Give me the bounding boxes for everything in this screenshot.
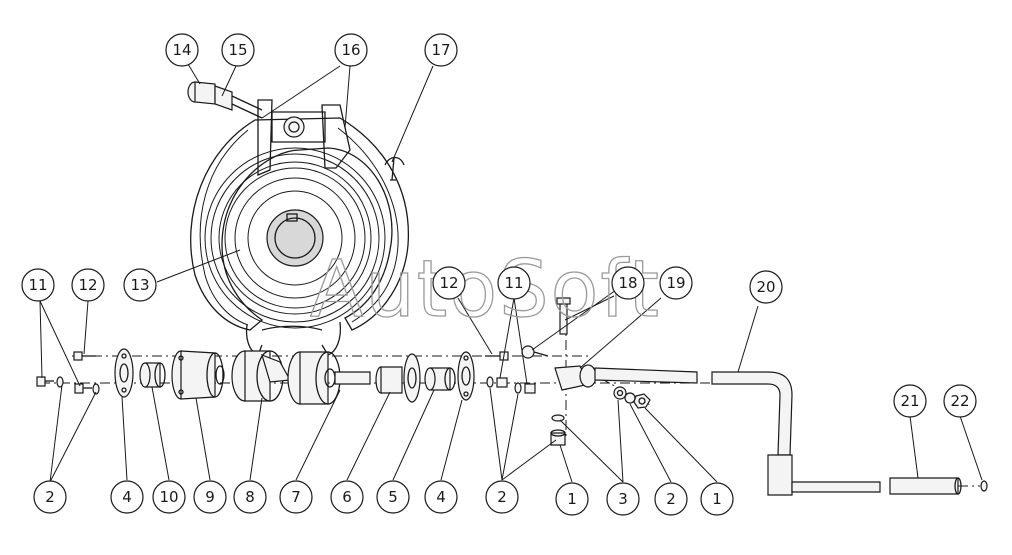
seal-bushing — [424, 367, 456, 391]
callout-11-left: 11 — [21, 268, 55, 302]
callout-4-left: 4 — [110, 480, 144, 514]
bearing-housing — [171, 350, 225, 400]
callout-2-left: 2 — [33, 480, 67, 514]
callout-label: 10 — [159, 488, 178, 506]
callout-12-left: 12 — [71, 268, 105, 302]
callout-label: 6 — [342, 488, 352, 506]
callout-label: 22 — [950, 392, 969, 410]
callout-label: 8 — [245, 488, 255, 506]
flange-left — [114, 348, 134, 398]
callout-15: 15 — [221, 33, 255, 67]
callout-label: 1 — [567, 490, 577, 508]
flange-right — [457, 351, 475, 401]
shaft — [375, 353, 421, 403]
lower-nut — [550, 414, 566, 446]
callout-17: 17 — [424, 33, 458, 67]
callout-label: 14 — [172, 41, 191, 59]
callout-8: 8 — [233, 480, 267, 514]
callout-label: 12 — [78, 276, 97, 294]
callout-10: 10 — [152, 480, 186, 514]
callout-label: 2 — [497, 488, 507, 506]
callout-22: 22 — [943, 384, 977, 418]
callout-label: 4 — [122, 488, 132, 506]
callout-14: 14 — [165, 33, 199, 67]
callout-9: 9 — [193, 480, 227, 514]
callout-label: 2 — [45, 488, 55, 506]
sensor-assembly — [187, 81, 263, 119]
housing — [190, 99, 410, 356]
callout-label: 13 — [130, 276, 149, 294]
callout-label: 16 — [341, 41, 360, 59]
callout-18: 18 — [611, 266, 645, 300]
callout-2-right: 2 — [654, 482, 688, 516]
callout-label: 3 — [618, 490, 628, 508]
callout-label: 19 — [666, 274, 685, 292]
rollers — [231, 350, 371, 405]
lever-arm — [594, 367, 698, 384]
callout-label: 20 — [756, 278, 775, 296]
callout-label: 1 — [712, 490, 722, 508]
callout-6: 6 — [330, 480, 364, 514]
callout-label: 21 — [900, 392, 919, 410]
callout-label: 11 — [28, 276, 47, 294]
callout-2-mid: 2 — [485, 480, 519, 514]
spring-clip — [384, 156, 405, 181]
callout-label: 7 — [291, 488, 301, 506]
callout-3: 3 — [606, 482, 640, 516]
callout-21: 21 — [893, 384, 927, 418]
callout-4-right: 4 — [424, 480, 458, 514]
nut-stack — [613, 386, 651, 409]
callout-label: 15 — [228, 41, 247, 59]
callout-12-right: 12 — [432, 266, 466, 300]
callout-5: 5 — [376, 480, 410, 514]
callout-label: 12 — [439, 274, 458, 292]
callout-16: 16 — [334, 33, 368, 67]
callout-label: 18 — [618, 274, 637, 292]
crank-handle — [711, 371, 881, 496]
left-fasteners — [36, 351, 100, 395]
watermark-text: AutoSoft — [310, 245, 661, 335]
callout-13: 13 — [123, 268, 157, 302]
callout-label: 2 — [666, 490, 676, 508]
callout-1-mid: 1 — [555, 482, 589, 516]
callout-label: 5 — [388, 488, 398, 506]
callout-11-right: 11 — [497, 266, 531, 300]
leader-lines — [39, 63, 983, 483]
extension-sleeve — [889, 477, 988, 495]
coupling — [521, 297, 597, 391]
callout-20: 20 — [749, 270, 783, 304]
callout-label: 17 — [431, 41, 450, 59]
callout-label: 11 — [504, 274, 523, 292]
callout-label: 9 — [205, 488, 215, 506]
bushing — [139, 362, 166, 388]
callout-19: 19 — [659, 266, 693, 300]
callout-1-right: 1 — [700, 482, 734, 516]
callout-7: 7 — [279, 480, 313, 514]
callout-label: 4 — [436, 488, 446, 506]
